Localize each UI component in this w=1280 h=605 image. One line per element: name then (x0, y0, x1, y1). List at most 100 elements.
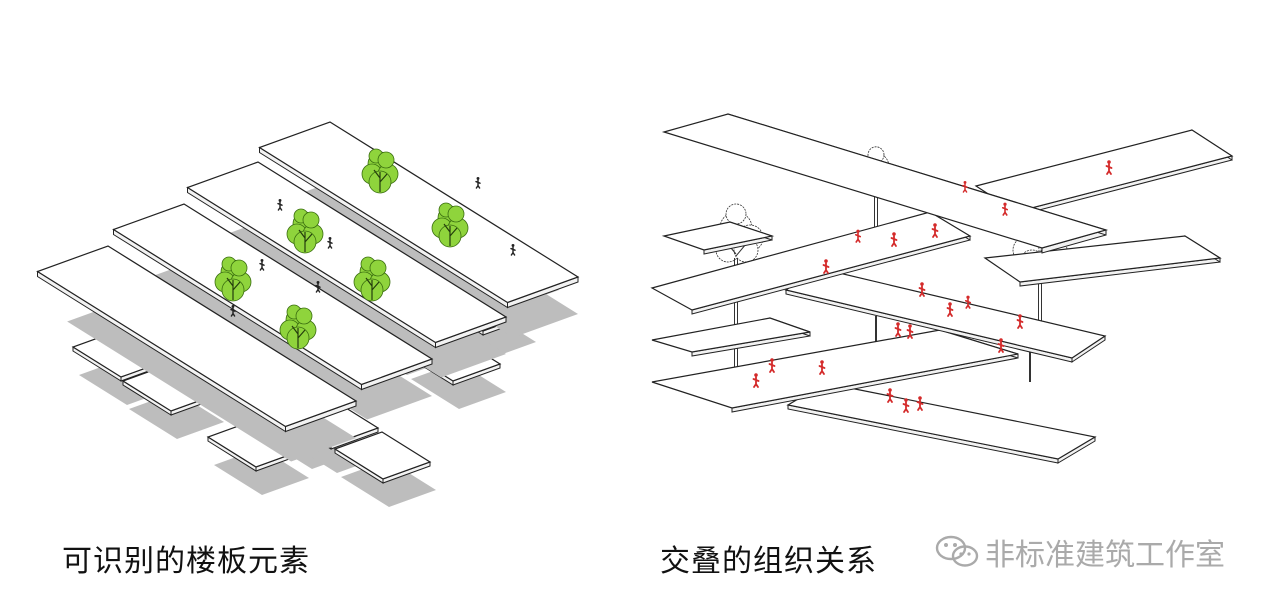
person-head (963, 180, 967, 184)
person-head (904, 398, 908, 402)
person-body (902, 401, 910, 413)
person-head (918, 396, 922, 400)
floor-slab-axonometric (36, 121, 580, 507)
person-figure-red (822, 259, 830, 274)
person-body (916, 399, 924, 411)
person-head (824, 259, 828, 263)
person-body (768, 361, 776, 373)
long-slab-bottom (786, 382, 1097, 460)
person-head (328, 236, 332, 240)
person-figure-red (964, 295, 972, 309)
person-figure-red (752, 373, 760, 388)
person-figure-red (1016, 314, 1024, 329)
person-body (510, 246, 516, 256)
person-head (892, 232, 896, 236)
slab-stub-left (651, 317, 811, 353)
tree-trunk (443, 223, 458, 246)
left-diagram-panel (36, 121, 580, 507)
tree-canopy-blob (302, 211, 320, 229)
person-head (896, 322, 900, 326)
person-body (997, 341, 1005, 353)
lower-floor-tile (333, 431, 432, 480)
green-tree (361, 148, 399, 194)
person-body (854, 232, 862, 243)
tree-canopy-blob (230, 259, 248, 277)
person-body (906, 327, 914, 339)
person-body (890, 235, 898, 247)
person-head (908, 324, 912, 328)
person-head (1018, 314, 1022, 318)
watermark: 非标准建筑工作室 (935, 530, 1225, 574)
person-head (820, 360, 824, 364)
person-head (888, 388, 892, 392)
tree-outline-trunk (1029, 253, 1051, 330)
person-figure-red (854, 229, 862, 243)
slab-top-right (974, 129, 1234, 213)
person-head (948, 302, 952, 306)
person-head (754, 373, 758, 377)
person-head (933, 223, 937, 227)
person-body (752, 376, 760, 388)
green-tree (431, 202, 469, 248)
person-figure-dark (315, 280, 321, 293)
person-head (1107, 160, 1111, 164)
floor-strip (258, 121, 580, 304)
person-body (259, 261, 265, 271)
person-body (946, 305, 954, 317)
floor-strip (186, 161, 508, 344)
slab-top-long (661, 113, 1109, 249)
person-body (886, 391, 894, 403)
person-figure-dark (475, 176, 481, 189)
tree-trunk (291, 325, 306, 348)
person-body (230, 307, 236, 317)
person-figure-red (916, 396, 924, 411)
person-body (277, 201, 283, 211)
person-head (1003, 202, 1007, 206)
watermark-text: 非标准建筑工作室 (985, 538, 1225, 573)
slab-left-small (661, 221, 775, 251)
person-head (231, 304, 235, 308)
person-figure-dark (327, 236, 333, 249)
person-figure-red (918, 282, 926, 297)
tree-trunk (298, 229, 313, 252)
tree-trunk (226, 277, 241, 300)
slab-right-upper (983, 235, 1222, 283)
caption-left: 可识别的楼板元素 (62, 544, 310, 579)
person-body (818, 363, 826, 375)
person-body (315, 283, 321, 293)
person-body (962, 183, 968, 193)
green-tree (214, 256, 252, 302)
person-figure-dark (259, 258, 265, 271)
person-figure-red (894, 322, 902, 337)
floor-strip (36, 245, 358, 428)
person-figure-red (997, 338, 1005, 353)
person-figure-red (818, 360, 826, 375)
tree-outline-trunk (725, 241, 747, 368)
slab-lower-left (651, 329, 1019, 409)
wechat-icon (935, 535, 979, 567)
person-head (999, 338, 1003, 342)
person-figure-red (886, 388, 894, 403)
person-head (278, 198, 282, 202)
person-figure-red (946, 302, 954, 317)
person-head (260, 258, 264, 262)
person-body (918, 285, 926, 297)
person-body (822, 262, 830, 274)
tree-canopy-blob (295, 307, 313, 325)
tree-canopy-blob (369, 259, 387, 277)
person-body (1105, 163, 1113, 175)
tree-outline-blob (725, 203, 747, 225)
tree-trunk (373, 169, 388, 192)
green-tree (286, 208, 324, 254)
person-head (316, 280, 320, 284)
person-figure-red (1105, 160, 1113, 175)
person-body (964, 298, 972, 309)
floor-strip (112, 203, 434, 386)
person-head (770, 358, 774, 362)
person-body (931, 226, 939, 238)
person-head (966, 295, 970, 299)
person-figure-red (890, 232, 898, 247)
slab-rising-long (650, 211, 972, 311)
overlapping-slabs-axonometric (650, 113, 1234, 464)
person-head (920, 282, 924, 286)
